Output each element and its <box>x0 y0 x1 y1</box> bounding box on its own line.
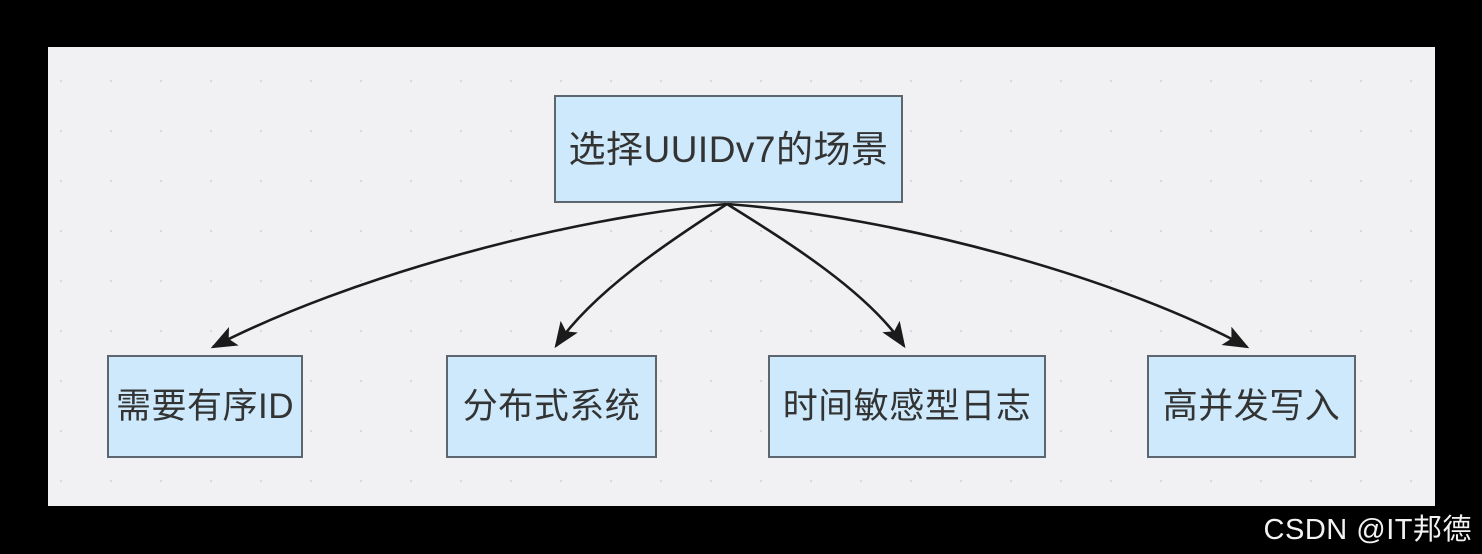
watermark-text: CSDN @IT邦德 <box>1263 514 1472 546</box>
diagram-canvas[interactable]: 选择UUIDv7的场景 需要有序ID 分布式系统 时间敏感型日志 高并发写入 <box>48 47 1435 506</box>
node-child-0-label: 需要有序ID <box>115 387 294 426</box>
node-child-3-label: 高并发写入 <box>1162 387 1341 426</box>
node-child-high-concurrency-write[interactable]: 高并发写入 <box>1147 355 1356 458</box>
edge-root-to-child-0 <box>210 202 728 349</box>
node-root[interactable]: 选择UUIDv7的场景 <box>554 95 903 203</box>
node-child-time-sensitive-logs[interactable]: 时间敏感型日志 <box>768 355 1046 458</box>
node-child-1-label: 分布式系统 <box>462 387 641 426</box>
node-child-2-label: 时间敏感型日志 <box>782 387 1032 426</box>
edge-root-to-child-2 <box>726 202 906 349</box>
node-root-label: 选择UUIDv7的场景 <box>568 128 889 170</box>
edge-root-to-child-3 <box>726 202 1250 349</box>
node-child-distributed-system[interactable]: 分布式系统 <box>446 355 657 458</box>
edge-root-to-child-1 <box>554 202 728 349</box>
node-child-ordered-id[interactable]: 需要有序ID <box>107 355 303 458</box>
